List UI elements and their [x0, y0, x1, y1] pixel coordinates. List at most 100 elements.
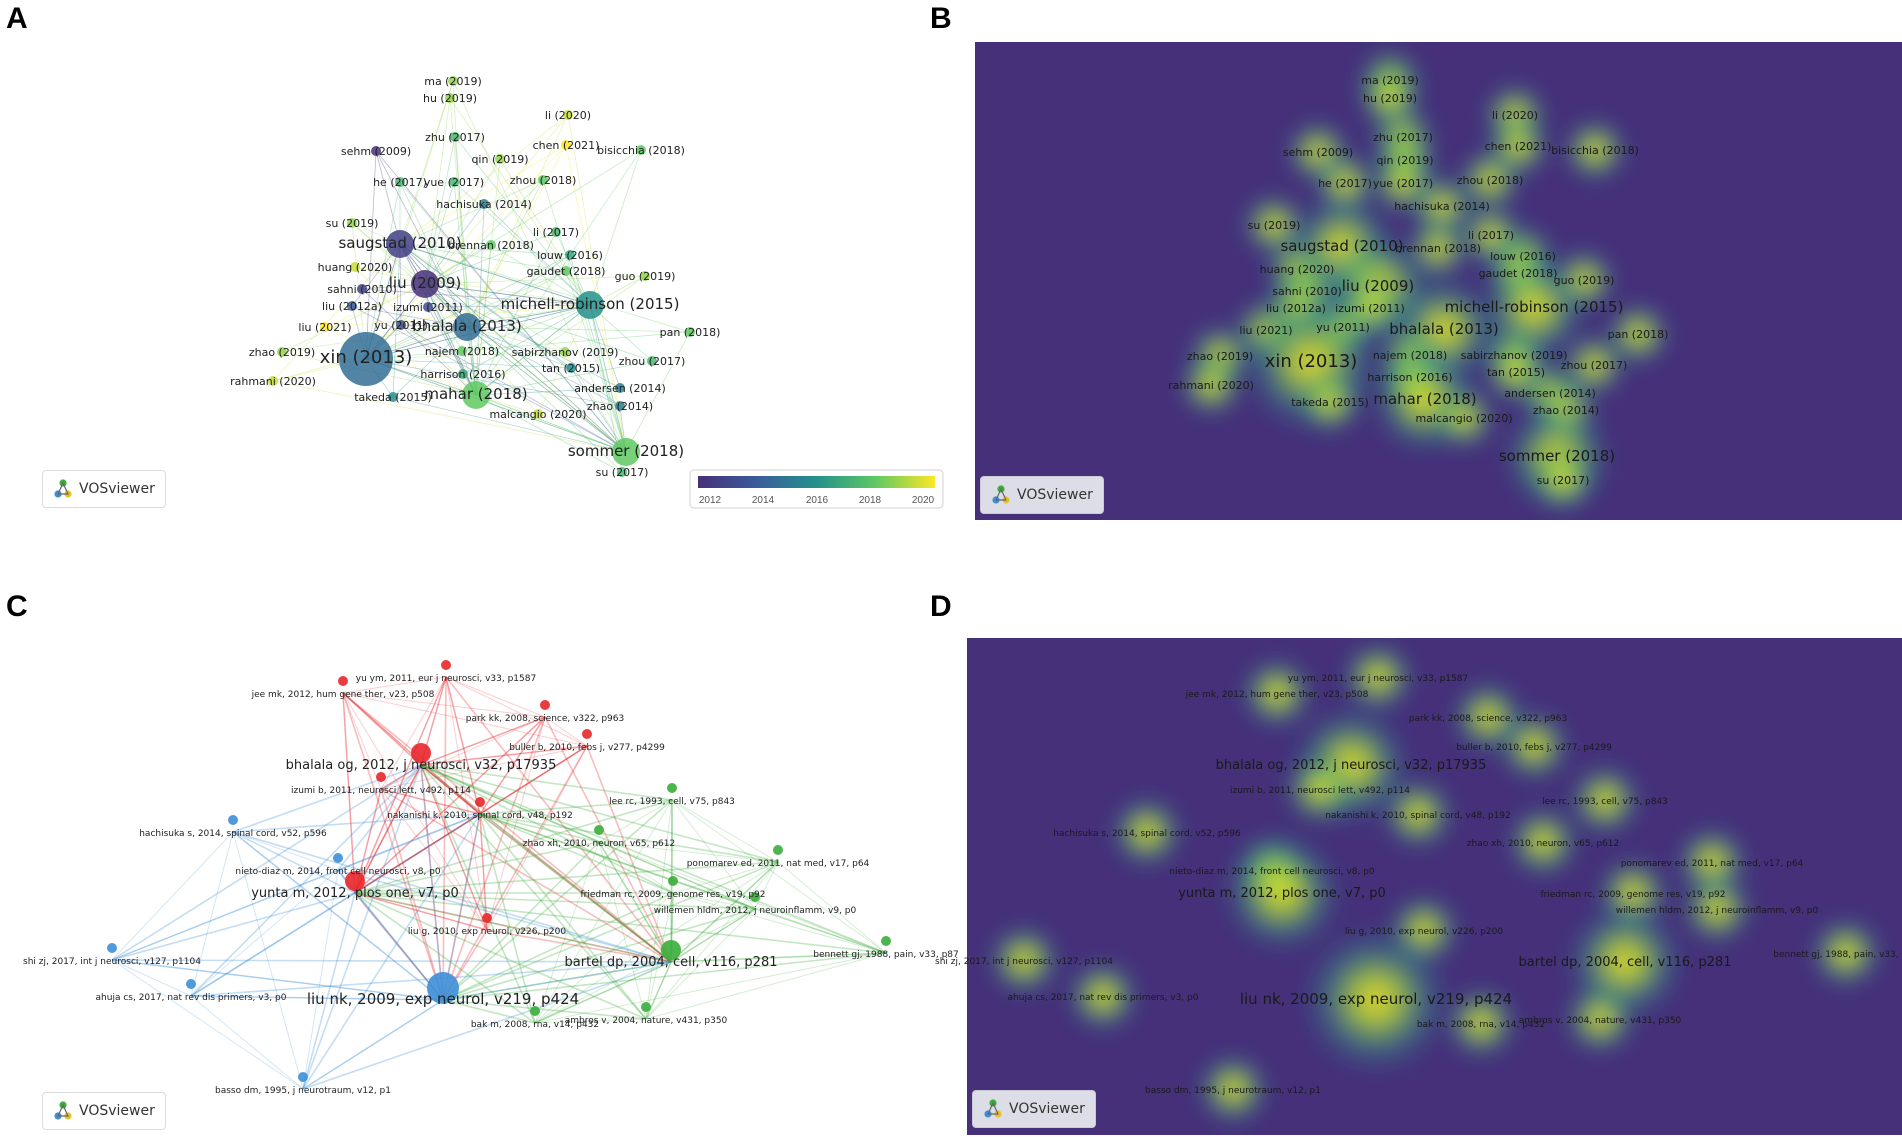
node-a-xin-2013[interactable]: [339, 332, 393, 386]
node-a-izumi-2011[interactable]: [423, 302, 433, 312]
node-a-liu-2012a[interactable]: [347, 301, 357, 311]
vosviewer-badge-c[interactable]: VOSviewer: [42, 1092, 166, 1130]
node-c-bak-m-2008-rna-v14-p432[interactable]: [530, 1006, 540, 1016]
label-b-pan-2018: pan (2018): [1608, 328, 1669, 341]
node-a-li-2017[interactable]: [551, 227, 561, 237]
node-a-li-2020[interactable]: [563, 110, 573, 120]
node-a-najem-2018[interactable]: [457, 346, 467, 356]
link-nieto-diaz-m-2014-front-cell-neurosci-v8-p0-liu-nk-2009-exp-neurol-v219-p424: [337, 869, 444, 1001]
node-a-zhao-2014[interactable]: [615, 401, 625, 411]
node-a-he-2017[interactable]: [395, 177, 405, 187]
link-yunta-m-2012-plos-one-v7-p0-bhalala-og-2012-j-neurosci-v32-p17935: [354, 764, 422, 894]
node-c-ambros-v-2004-nature-v431-p350[interactable]: [641, 1002, 651, 1012]
node-a-qin-2019[interactable]: [495, 154, 505, 164]
link-yunta-m-2012-plos-one-v7-p0-zhao-xh-2010-neuron-v65-p612: [354, 841, 600, 894]
node-c-bhalala-og-2012-j-neurosci-v32-p17935[interactable]: [411, 743, 431, 763]
node-a-sommer-2018[interactable]: [612, 438, 640, 466]
node-c-bartel-dp-2004-cell-v116-p281[interactable]: [661, 940, 681, 960]
node-a-yue-2017[interactable]: [449, 177, 459, 187]
link-saugstad-2010-li-2020: [399, 114, 569, 245]
node-c-lee-rc-1993-cell-v75-p843[interactable]: [667, 783, 677, 793]
node-c-yu-ym-2011-eur-j-neurosci-v33-p1587[interactable]: [441, 660, 451, 670]
node-c-izumi-b-2011-neurosci-lett-v492-p114[interactable]: [376, 772, 386, 782]
label-a-zhu-2017: zhu (2017): [425, 131, 485, 144]
vosviewer-badge-a[interactable]: VOSviewer: [42, 470, 166, 508]
node-a-harrison-2016[interactable]: [458, 369, 468, 379]
node-c-park-kk-2008-science-v322-p963[interactable]: [540, 700, 550, 710]
node-c-ponomarev-ed-2011-nat-med-v17-p64[interactable]: [773, 845, 783, 855]
node-a-su-2017[interactable]: [617, 467, 627, 477]
node-a-chen-2021[interactable]: [561, 140, 571, 150]
link-shi-zj-2017-int-j-neurosci-v127-p1104-ahuja-cs-2017-nat-rev-dis-primers-v3-p0: [111, 959, 192, 997]
vosviewer-badge-d[interactable]: VOSviewer: [972, 1090, 1096, 1128]
node-a-takeda-2015[interactable]: [388, 392, 398, 402]
link-bartel-dp-2004-cell-v116-p281-nakanishi-k-2010-spinal-cord-v48-p192: [479, 813, 672, 963]
link-liu-nk-2009-exp-neurol-v219-p424-ponomarev-ed-2011-nat-med-v17-p64: [442, 861, 779, 1001]
node-a-liu-2009[interactable]: [411, 270, 439, 298]
link-liu-nk-2009-exp-neurol-v219-p424-basso-dm-1995-j-neurotraum-v12-p1: [302, 999, 444, 1090]
node-c-buller-b-2010-febs-j-v277-p4299[interactable]: [582, 729, 592, 739]
node-a-louw-2016[interactable]: [565, 250, 575, 260]
node-a-andersen-2014[interactable]: [615, 383, 625, 393]
node-c-basso-dm-1995-j-neurotraum-v12-p1[interactable]: [298, 1072, 308, 1082]
node-c-yunta-m-2012-plos-one-v7-p0[interactable]: [345, 871, 365, 891]
node-c-shi-zj-2017-int-j-neurosci-v127-p1104[interactable]: [107, 943, 117, 953]
link-bhalala-2013-sehm-2009: [375, 150, 468, 328]
link-bhalala-2013-sommer-2018: [466, 326, 627, 453]
link-bhalala-2013-gaudet-2018: [466, 270, 567, 328]
node-a-malcangio-2020[interactable]: [533, 409, 543, 419]
vosviewer-badge-b[interactable]: VOSviewer: [980, 476, 1104, 514]
node-a-michell-robinson-2015[interactable]: [576, 291, 604, 319]
node-a-huang-2020[interactable]: [350, 262, 360, 272]
density-map-d: [986, 639, 1884, 1127]
node-c-nieto-diaz-m-2014-front-cell-neurosci-v8-p0[interactable]: [333, 853, 343, 863]
node-a-hu-2019[interactable]: [445, 93, 455, 103]
label-a-yue-2017: yue (2017): [424, 176, 484, 189]
link-bhalala-og-2012-j-neurosci-v32-p17935-nakanishi-k-2010-spinal-cord-v48-p192: [420, 764, 481, 815]
node-a-su-2019[interactable]: [347, 218, 357, 228]
node-c-ahuja-cs-2017-nat-rev-dis-primers-v3-p0[interactable]: [186, 979, 196, 989]
node-a-brennan-2018[interactable]: [486, 240, 496, 250]
node-c-liu-nk-2009-exp-neurol-v219-p424[interactable]: [427, 972, 459, 1004]
link-bartel-dp-2004-cell-v116-p281-ponomarev-ed-2011-nat-med-v17-p64: [670, 861, 779, 963]
node-a-sahni-2010[interactable]: [357, 284, 367, 294]
node-a-saugstad-2010[interactable]: [386, 230, 414, 258]
node-c-hachisuka-s-2014-spinal-cord-v52-p596[interactable]: [228, 815, 238, 825]
link-michell-robinson-2015-zhu-2017: [454, 136, 591, 306]
node-c-nakanishi-k-2010-spinal-cord-v48-p192[interactable]: [475, 797, 485, 807]
label-c-bennett-gj-1988-pain-v33-p87: bennett gj, 1988, pain, v33, p87: [813, 950, 959, 960]
node-a-hachisuka-2014[interactable]: [479, 199, 489, 209]
node-a-bhalala-2013[interactable]: [453, 313, 481, 341]
node-a-bisicchia-2018[interactable]: [636, 145, 646, 155]
node-c-willemen-hldm-2012-j-neuroinflamm-v9-p0[interactable]: [750, 892, 760, 902]
link-bartel-dp-2004-cell-v116-p281-bennett-gj-1988-pain-v33-p87: [670, 952, 887, 963]
node-c-bennett-gj-1988-pain-v33-p87[interactable]: [881, 936, 891, 946]
node-a-zhao-2019[interactable]: [277, 347, 287, 357]
node-a-tan-2015[interactable]: [566, 363, 576, 373]
label-d-izumi-b-2011-neurosci-lett-v492-p114: izumi b, 2011, neurosci lett, v492, p114: [1230, 786, 1410, 796]
node-a-gaudet-2018[interactable]: [561, 266, 571, 276]
network-c-nodes: [107, 660, 891, 1082]
node-a-zhu-2017[interactable]: [450, 132, 460, 142]
node-a-yu-2011[interactable]: [396, 320, 406, 330]
node-a-rahmani-2020[interactable]: [268, 376, 278, 386]
node-c-liu-g-2010-exp-neurol-v226-p200[interactable]: [482, 913, 492, 923]
node-a-ma-2019[interactable]: [448, 76, 458, 86]
label-a-hachisuka-2014: hachisuka (2014): [436, 198, 531, 211]
node-c-friedman-rc-2009-genome-res-v19-p92[interactable]: [668, 876, 678, 886]
node-c-jee-mk-2012-hum-gene-ther-v23-p508[interactable]: [338, 676, 348, 686]
node-a-sabirzhanov-2019[interactable]: [560, 347, 570, 357]
node-a-guo-2019[interactable]: [640, 271, 650, 281]
link-buller-b-2010-febs-j-v277-p4299-nakanishi-k-2010-spinal-cord-v48-p192: [479, 745, 588, 815]
node-c-zhao-xh-2010-neuron-v65-p612[interactable]: [594, 825, 604, 835]
node-a-sehm-2009[interactable]: [371, 146, 381, 156]
link-bhalala-2013-zhao-2014: [466, 326, 621, 407]
node-a-zhou-2017[interactable]: [647, 356, 657, 366]
node-a-zhou-2018[interactable]: [538, 175, 548, 185]
link-ponomarev-ed-2011-nat-med-v17-p64-bak-m-2008-rna-v14-p432: [534, 861, 779, 1024]
node-a-mahar-2018[interactable]: [462, 381, 490, 409]
label-a-li-2017: li (2017): [533, 226, 579, 239]
node-a-pan-2018[interactable]: [685, 327, 695, 337]
node-a-liu-2021[interactable]: [320, 322, 330, 332]
